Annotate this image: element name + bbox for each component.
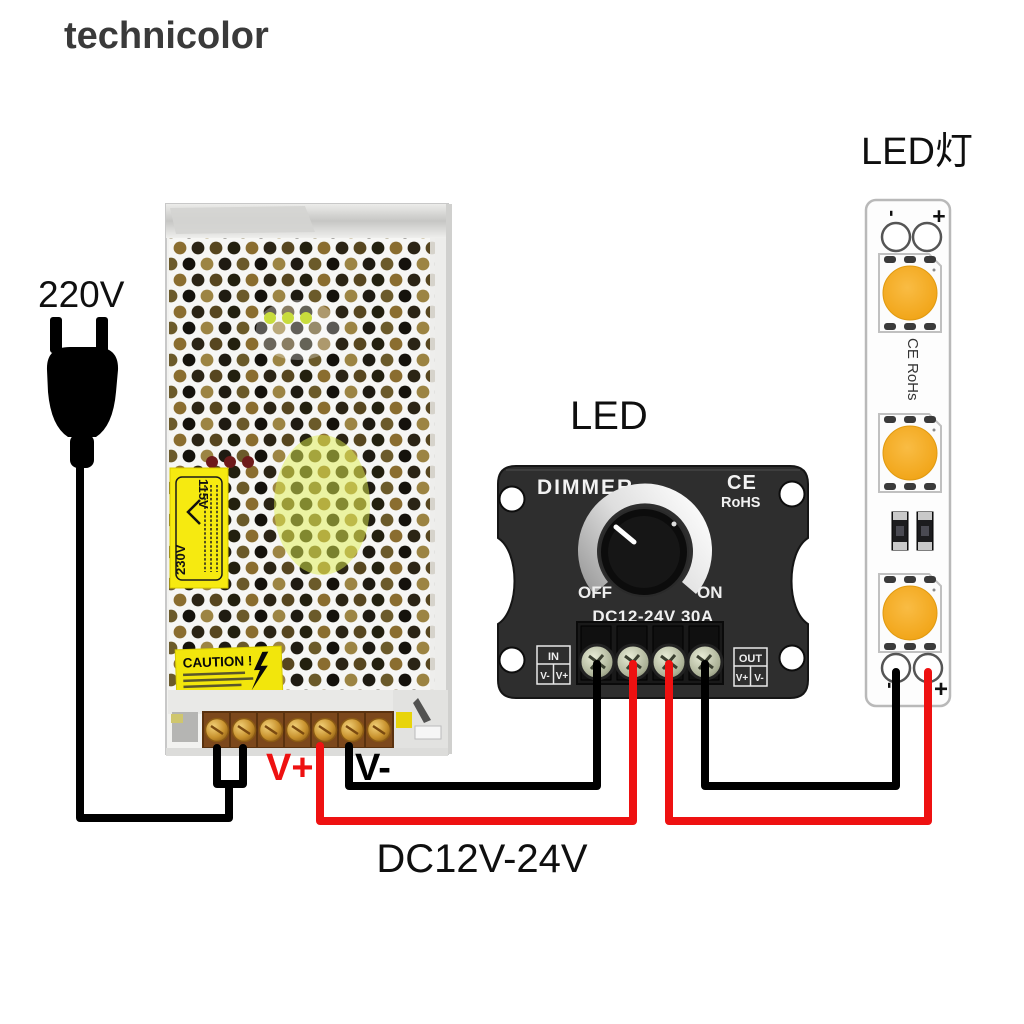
psu-dark-mark xyxy=(413,698,431,723)
watermark-text: technicolor xyxy=(64,15,269,57)
strip-top-plus-label: + xyxy=(932,203,945,229)
smd-resistor xyxy=(916,511,934,551)
strip-bottom-plus-label: + xyxy=(934,676,948,703)
lightning-bolt-icon xyxy=(251,651,269,691)
dc-range-label: DC12V-24V xyxy=(376,837,588,881)
caution-text: CAUTION ! xyxy=(182,653,252,670)
psu-side-edge-line xyxy=(446,204,452,754)
led-emitter xyxy=(882,425,938,481)
psu-red-holes xyxy=(206,456,254,468)
psu-foil-wrinkle xyxy=(170,206,315,234)
in-right-terminal-label: V+ xyxy=(556,671,569,682)
led-package xyxy=(878,573,942,653)
led-package xyxy=(878,413,942,493)
out-left-terminal-label: V+ xyxy=(736,673,749,684)
led-strip-heading: LED灯 xyxy=(861,131,973,173)
led-emitter xyxy=(882,265,938,321)
voltage-label-border xyxy=(175,476,223,581)
in-left-terminal-label: V- xyxy=(540,671,549,682)
plug-voltage-label: 220V xyxy=(38,274,125,315)
voltage-115-label: 115V xyxy=(196,479,211,509)
psu-fuse-chip xyxy=(396,712,412,728)
psu-highlight xyxy=(256,300,340,360)
dimmer-out-label: OUT V+ V- xyxy=(733,647,768,687)
psu-bottom-edge xyxy=(166,748,448,756)
out-title: OUT xyxy=(739,653,763,665)
wire-black-dimmer-to-strip xyxy=(701,660,900,790)
power-plug xyxy=(46,317,119,468)
wire-black-psu-to-dimmer xyxy=(345,660,601,790)
dimmer-title: DIMMER xyxy=(537,476,634,499)
terminal-screws xyxy=(204,717,392,743)
psu-green-glow xyxy=(274,435,370,575)
wires xyxy=(76,454,932,825)
psu-voltage-select-label: 115V 230V xyxy=(169,467,229,589)
strip-top-pad-positive xyxy=(911,221,943,253)
wire-red-dimmer-to-strip xyxy=(665,660,932,825)
led-strip: - + CE RoHs xyxy=(864,198,952,708)
dimmer-dial-arc xyxy=(578,483,712,594)
dimmer-heading: LED xyxy=(570,394,648,438)
wire-red-psu-to-dimmer xyxy=(316,660,637,825)
off-label: OFF xyxy=(578,583,612,602)
voltage-label-background xyxy=(169,467,229,589)
voltage-switch-arrow-icon xyxy=(186,499,201,525)
strip-bottom-minus-label: - xyxy=(879,682,901,689)
rohs-mark: RoHS xyxy=(721,495,761,511)
knob-indicator xyxy=(613,524,637,545)
psu-small-connector xyxy=(414,725,442,740)
smd-resistor xyxy=(891,511,909,551)
v-minus-label: V- xyxy=(355,747,391,789)
voltage-230-label: 230V xyxy=(173,544,188,575)
ce-mark: CE xyxy=(727,472,757,494)
dimmer-in-label: IN V- V+ xyxy=(536,645,571,685)
out-right-terminal-label: V- xyxy=(754,673,763,684)
plug-body xyxy=(46,347,119,437)
psu-terminal-strip xyxy=(202,711,394,749)
plug-prong-left xyxy=(50,317,62,353)
strip-cert-text: CE RoHs xyxy=(904,338,921,401)
v-plus-label: V+ xyxy=(266,747,314,789)
power-supply-unit: 115V 230V CAUTION ! xyxy=(165,203,452,756)
dimmer-mounting-holes xyxy=(498,480,806,674)
on-label: ON xyxy=(697,583,723,602)
led-package xyxy=(878,253,942,333)
ac-wire-cord xyxy=(76,454,233,822)
psu-left-clip-tip xyxy=(171,714,183,723)
psu-right-edge xyxy=(430,238,448,690)
strip-top-minus-label: - xyxy=(881,210,903,217)
strip-top-pad-negative xyxy=(880,221,912,253)
in-title: IN xyxy=(548,651,559,663)
led-emitter xyxy=(882,585,938,641)
psu-green-holes xyxy=(264,312,312,324)
plug-prong-right xyxy=(96,317,108,353)
led-dimmer: DIMMER CE RoHS OFF ON DC12-24V 30A xyxy=(497,465,809,699)
